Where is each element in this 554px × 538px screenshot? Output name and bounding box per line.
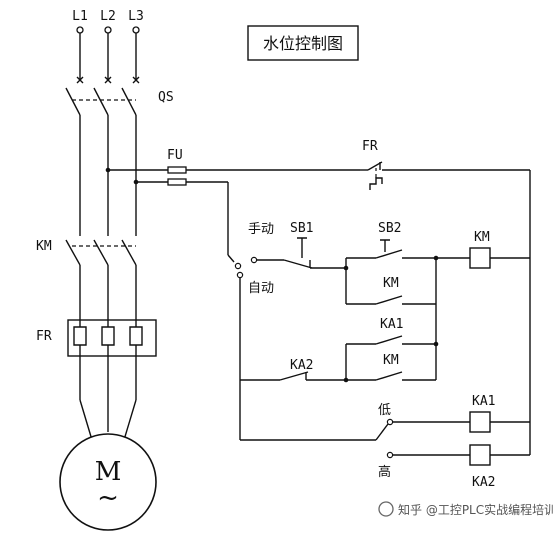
fr-nc-contact — [360, 161, 531, 455]
fu-label: FU — [167, 148, 183, 163]
watermark-logo-icon — [378, 501, 394, 517]
sb2-label: SB2 — [378, 221, 401, 236]
phase-l3-label: L3 — [128, 9, 144, 24]
low-label: 低 — [378, 403, 391, 418]
km-coil-label: KM — [474, 230, 490, 245]
manual-label: 手动 — [248, 222, 274, 237]
km-contact1-label: KM — [383, 276, 399, 291]
control-taps — [105, 166, 360, 255]
km-main-contactor — [65, 230, 137, 320]
ka1-coil-label: KA1 — [472, 394, 495, 409]
motor-ac-symbol: ~ — [97, 483, 119, 513]
km-contact2-label: KM — [383, 353, 399, 368]
fuse-2 — [167, 178, 187, 186]
fr-main-label: FR — [36, 329, 52, 344]
fr-thermal-relay — [67, 319, 157, 441]
ka2-contact-label: KA2 — [290, 358, 313, 373]
qs-label: QS — [158, 90, 174, 105]
main-phase-lines — [79, 33, 137, 80]
title-box: 水位控制图 — [247, 25, 359, 61]
auto-branch — [240, 335, 439, 383]
watermark-text: 知乎 @工控PLC实战编程培训 — [398, 502, 554, 517]
fr-top-label: FR — [362, 139, 378, 154]
motor-letter: M — [95, 457, 122, 487]
level-switch — [240, 418, 470, 459]
manual-auto-selector — [227, 254, 258, 440]
sb1-label: SB1 — [290, 221, 313, 236]
auto-label: 自动 — [248, 281, 274, 296]
phase-l2-label: L2 — [100, 9, 116, 24]
phase-l1-label: L1 — [72, 9, 88, 24]
sb2-start-branch — [343, 239, 470, 380]
ka2-coil-label: KA2 — [472, 475, 495, 490]
fuse-1 — [167, 166, 187, 174]
watermark: 知乎 @工控PLC实战编程培训 — [378, 501, 554, 517]
ka1-contact-label: KA1 — [380, 317, 403, 332]
diagram-title: 水位控制图 — [263, 34, 343, 53]
motor: M ~ — [59, 433, 157, 531]
qs-switch — [65, 76, 140, 230]
phase-terminals — [76, 26, 140, 34]
km-coil — [469, 247, 530, 269]
km-main-label: KM — [36, 239, 52, 254]
ka1-coil — [469, 411, 530, 433]
ka2-coil — [469, 444, 530, 466]
high-label: 高 — [378, 464, 391, 480]
sb1-stop-button — [257, 237, 346, 269]
